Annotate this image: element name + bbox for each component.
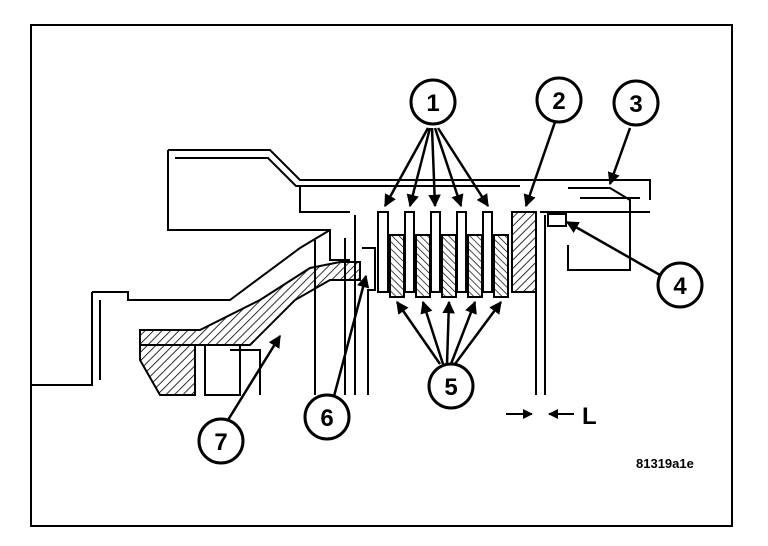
clutch-pack — [377, 211, 567, 298]
callout-4-circle — [656, 261, 704, 309]
housing — [30, 149, 651, 386]
dimension-label: L — [582, 403, 597, 430]
callout-1-circle — [409, 78, 457, 126]
callout-5-label: 5 — [444, 374, 457, 401]
callout-3-circle — [612, 79, 660, 127]
inner-structure — [314, 215, 546, 395]
callout-2-circle — [535, 76, 583, 124]
figure-code: 81319a1e — [636, 456, 694, 471]
callout-6-label: 6 — [320, 405, 333, 432]
callout-5-circle — [427, 362, 475, 410]
callout-2-label: 2 — [552, 88, 565, 115]
callout-1-label: 1 — [426, 90, 439, 117]
callout-7-circle — [197, 417, 245, 465]
callout-3-label: 3 — [629, 91, 642, 118]
callout-7-label: 7 — [214, 429, 227, 456]
callout-4-label: 4 — [673, 273, 687, 300]
leader-arrows — [226, 121, 661, 421]
piston — [139, 261, 361, 396]
callout-6-circle — [303, 393, 351, 441]
